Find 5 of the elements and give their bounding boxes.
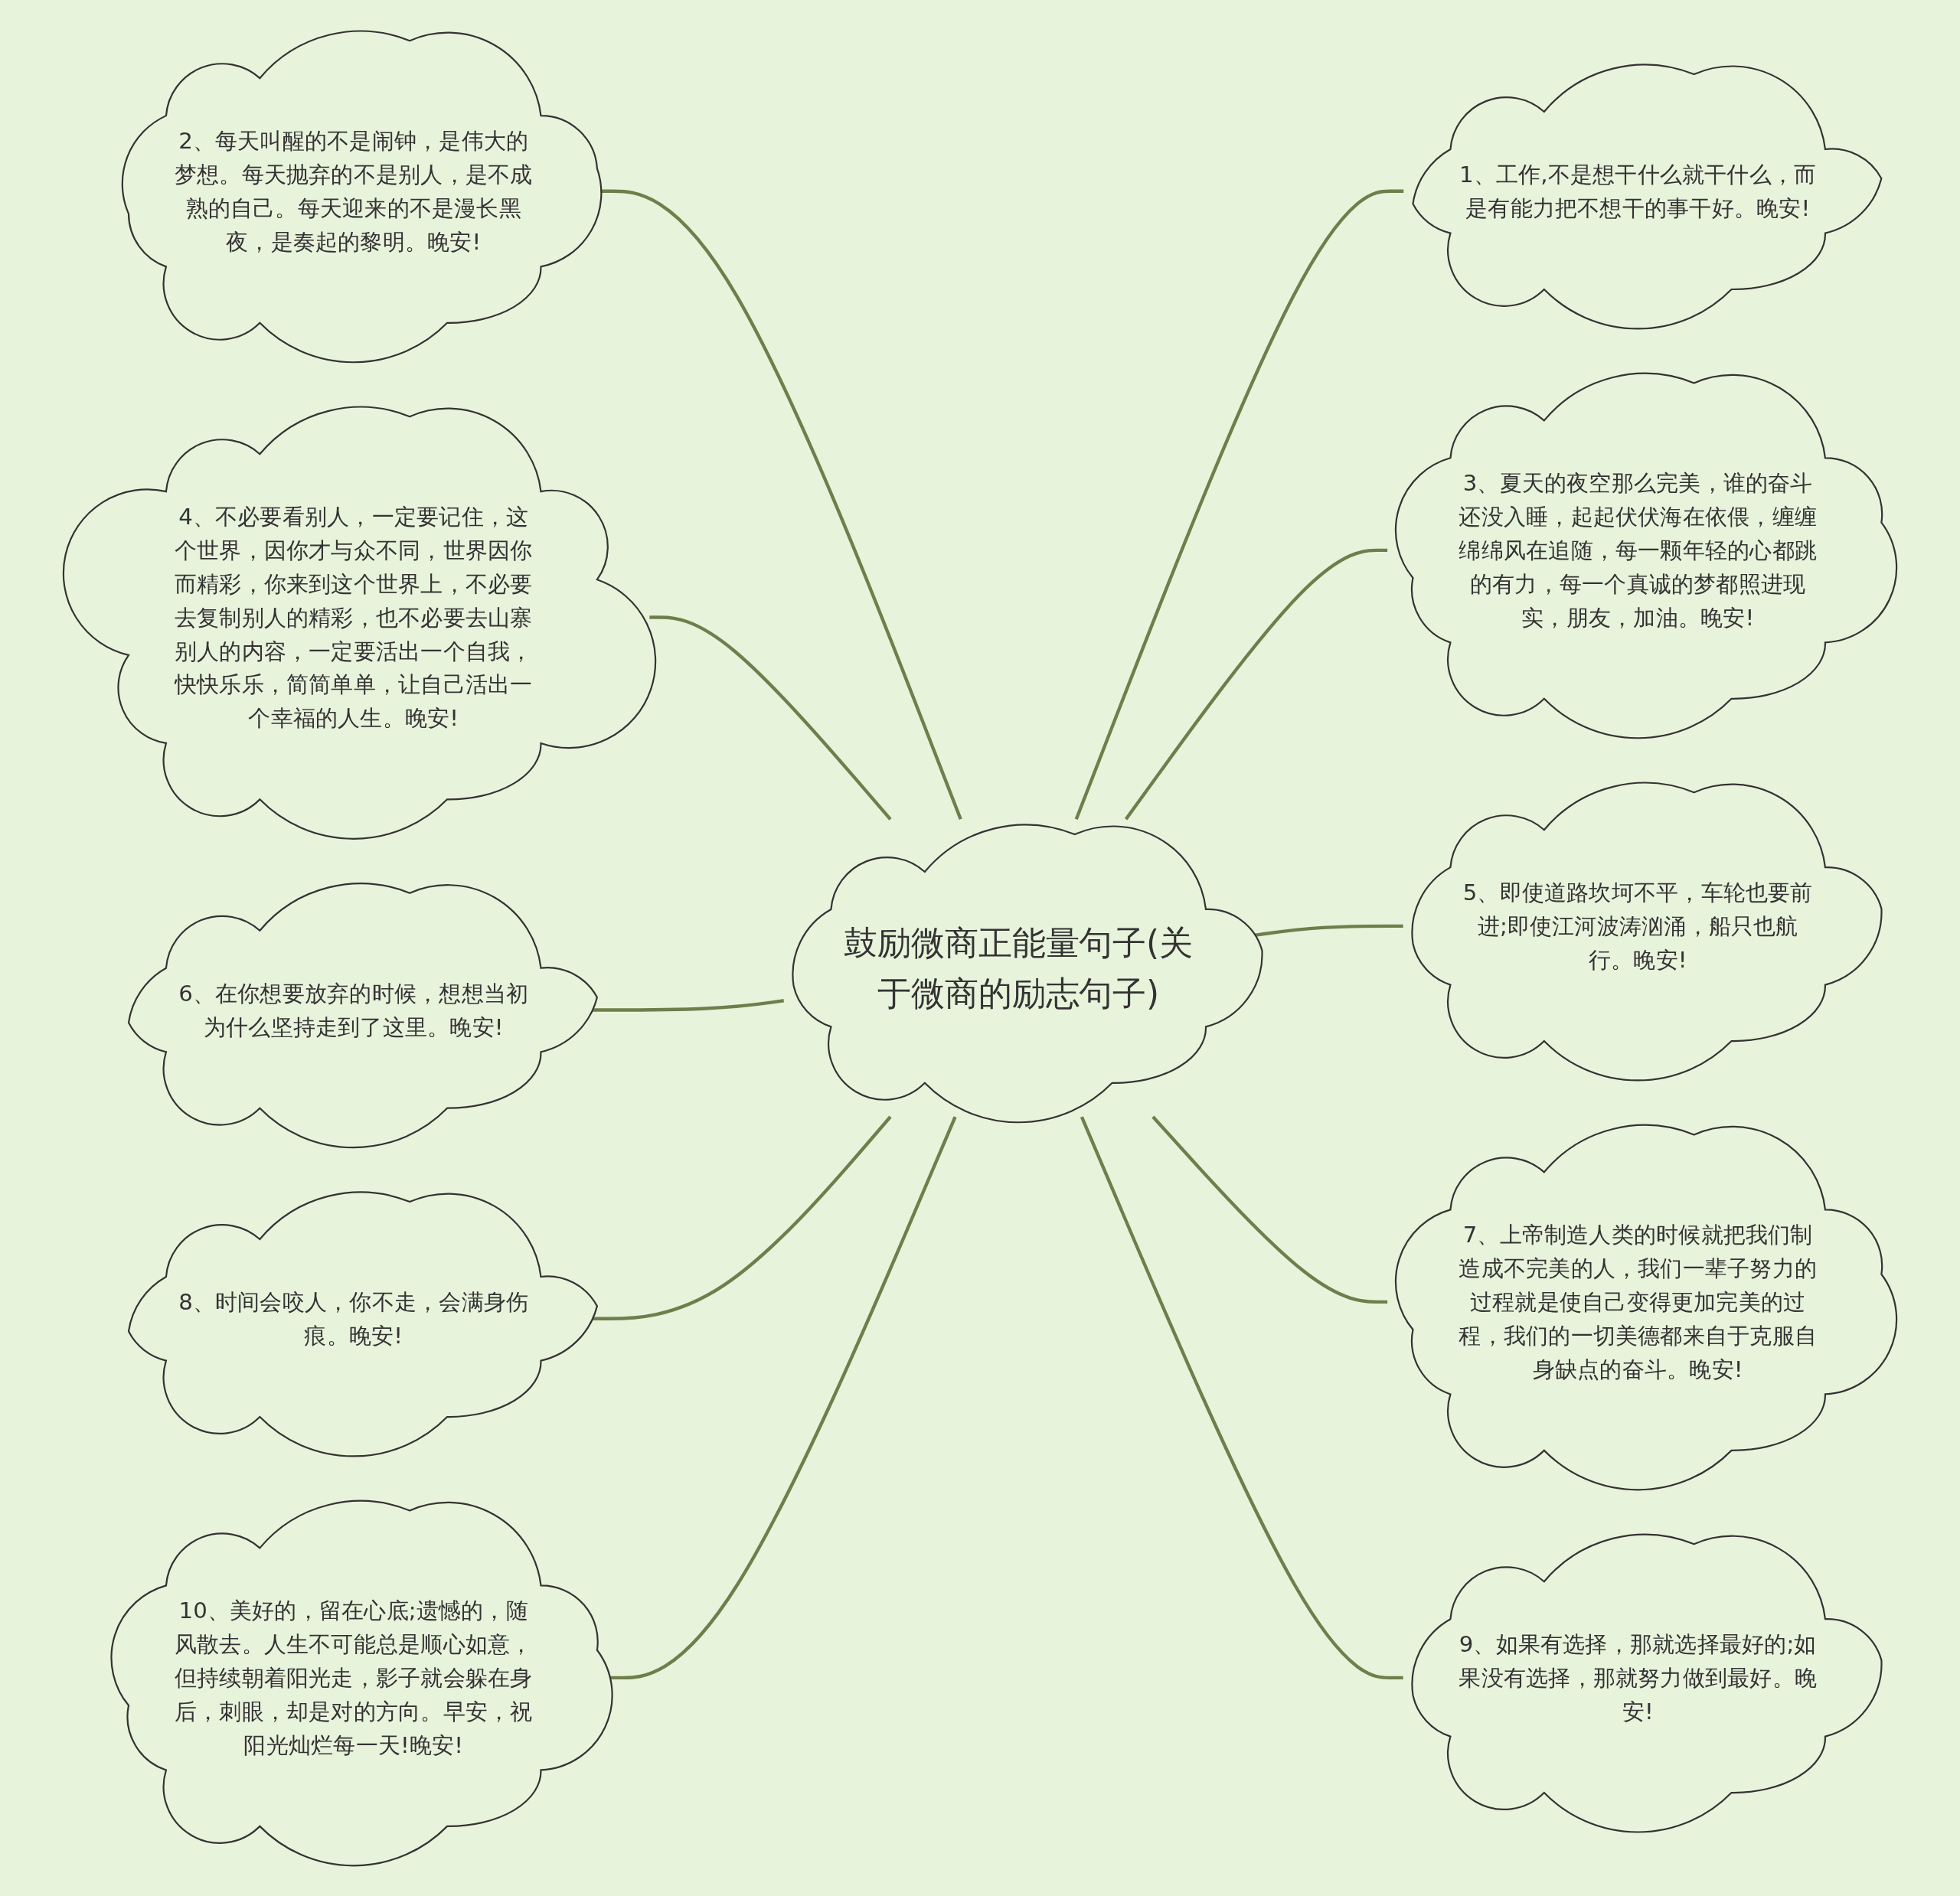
connector [1074, 189, 1404, 820]
connector [649, 615, 892, 821]
connector [1080, 1115, 1403, 1679]
connector [1124, 548, 1388, 821]
connector [1152, 1115, 1388, 1304]
